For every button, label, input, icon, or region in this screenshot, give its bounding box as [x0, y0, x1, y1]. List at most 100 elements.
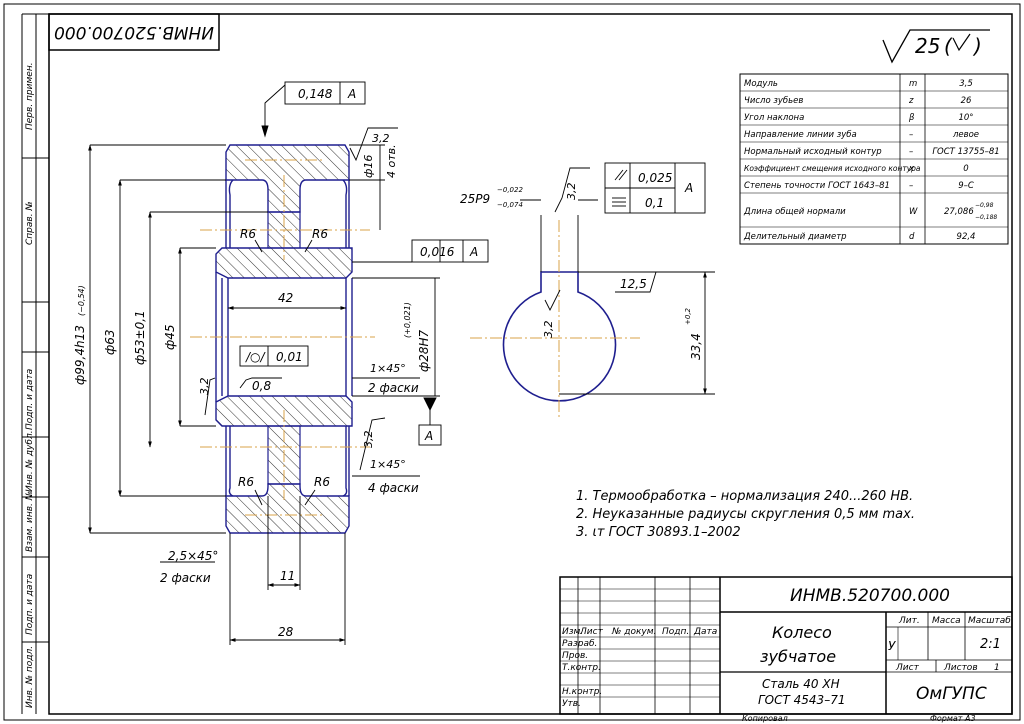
outer-frame [3, 3, 1021, 721]
chamfer-25: 2,5×45° [168, 549, 218, 563]
side-stamp [21, 13, 49, 714]
params-table: Модуль m 3,5 Число зубьев z 26 Угол накл… [739, 73, 1009, 245]
param-sym: – [909, 147, 913, 157]
d334-tol: +0,2 [684, 307, 692, 325]
d63-label: ф63 [103, 329, 117, 355]
rough-125: 12,5 [620, 277, 647, 291]
keyway-upper: −0,022 [497, 186, 523, 194]
technical-notes: 1. Термообработка – нормализация 240...2… [576, 489, 915, 540]
perp-value: 0,016 [420, 245, 455, 259]
stamp-podp-data-1: Подп. и дата [25, 369, 35, 430]
rough-32-right: 3,2 [362, 431, 375, 449]
perp-base: A [469, 245, 478, 259]
tb-scale-hdr: Масштаб [968, 616, 1011, 626]
param-val: 0 [963, 164, 968, 174]
param-name: Степень точности ГОСТ 1643–81 [744, 181, 890, 191]
chamfer-1-top: 1×45° [370, 362, 406, 375]
tb-sheet-hdr: Лист [895, 663, 920, 673]
svg-text:): ) [972, 34, 982, 58]
d53-label: ф53±0,1 [133, 310, 147, 365]
r6-top-left: R6 [240, 227, 256, 241]
param-sym: – [909, 130, 913, 140]
param-sym: z [908, 96, 914, 106]
stamp-inv-podl: Инв. № подл. [25, 646, 35, 708]
keyway-rough: 3,2 [565, 183, 578, 201]
tb-scale-val: 2:1 [980, 637, 1001, 652]
chamfer-4-bottom: 4 фаски [368, 481, 419, 495]
d28-label: ф28H7 [417, 329, 431, 372]
rough-08-value: 0,8 [252, 379, 271, 393]
param-name: Нормальный исходный контур [744, 147, 882, 157]
tb-tkontr: Т.контр. [562, 663, 601, 673]
tb-col-izm: Изм. [562, 627, 583, 637]
d45-label: ф45 [163, 324, 177, 350]
rotated-doc-code: ИНМВ.520700.000 [54, 22, 214, 42]
tb-material-2: ГОСТ 4543–71 [758, 693, 845, 707]
title-block-text: Изм. Лист № докум. Подп. Дата Разраб. Пр… [562, 586, 1011, 723]
chamfer-25-label: 2 фаски [160, 571, 211, 585]
keyway-section [470, 220, 640, 420]
chamfer-2-top: 2 фаски [368, 381, 419, 395]
parallel-value: 0,025 [638, 171, 672, 185]
tb-name-1: Колесо [772, 623, 832, 642]
d28-tol: (+0,021) [403, 302, 412, 338]
stamp-podp-data-2: Подп. и дата [25, 574, 35, 635]
tb-nkontr: Н.контр. [562, 687, 602, 697]
tb-org: ОмГУПС [916, 684, 987, 704]
param-sym: β [908, 113, 915, 123]
r6-top-right: R6 [312, 227, 328, 241]
dim-28: 28 [278, 625, 294, 639]
param-sym: m [909, 79, 917, 89]
param-name: Направление линии зуба [744, 130, 857, 140]
param-sym: W [909, 207, 918, 217]
param-val: левое [952, 130, 979, 140]
rough-32-left: 3,2 [198, 378, 211, 396]
tb-sheets-val: 1 [994, 663, 1000, 673]
runout-base: A [347, 87, 356, 101]
param-name: Длина общей нормали [743, 207, 846, 217]
inner-frame [48, 13, 1013, 715]
d99-tol: (−0,54) [77, 285, 86, 316]
dim-42: 42 [278, 291, 293, 305]
cyl-value: 0,01 [276, 350, 303, 364]
tb-col-list: Лист [579, 627, 604, 637]
param-sym: d [909, 232, 915, 242]
d334-label: 33,4 [689, 333, 703, 360]
sym-value: 0,1 [645, 196, 664, 210]
runout-value: 0,148 [298, 87, 333, 101]
param-name: Коэффициент смещения исходного контура [744, 164, 921, 173]
keyway-width: 25P9 [460, 192, 490, 206]
param-val: 3,5 [959, 79, 973, 89]
stamp-inv-dubl: Инв. № дубл. [25, 430, 35, 492]
dim-11: 11 [280, 569, 295, 583]
param-val: 9–C [958, 181, 974, 191]
r6-bottom-left: R6 [238, 475, 254, 489]
tb-mass-hdr: Масса [932, 616, 961, 626]
param-val: ГОСТ 13755–81 [932, 147, 999, 157]
note-3: 3. ιт ГОСТ 30893.1–2002 [576, 525, 741, 540]
w-tol-lower: −0,188 [975, 214, 997, 221]
param-sym: – [909, 181, 913, 191]
tb-col-podp: Подп. [662, 627, 689, 637]
r6-bottom-right: R6 [314, 475, 330, 489]
rotated-code-box [48, 13, 220, 51]
tb-copied: Копировал [742, 714, 788, 723]
w-tol-upper: −0,98 [975, 202, 994, 209]
gear-labels: 0,148 A 3,2 ф16 4 отв. R6 R6 0,016 A 42 … [73, 87, 478, 639]
note-2: 2. Неуказанные радиусы скругления 0,5 мм… [576, 507, 915, 522]
cyl-sym: /○/ [245, 350, 267, 364]
note-1: 1. Термообработка – нормализация 240...2… [576, 489, 913, 504]
title-block [559, 576, 1013, 715]
tb-utv: Утв. [562, 699, 581, 709]
stamp-vzam-inv: Взам. инв. № [25, 491, 35, 552]
gear-dimensions [88, 81, 489, 645]
param-val: 27,086 [944, 207, 974, 217]
rough-top-value: 3,2 [372, 132, 390, 145]
param-name: Делительный диаметр [743, 232, 847, 242]
holes-label: 4 отв. [385, 144, 398, 178]
tb-lit-hdr: Лит. [898, 616, 920, 626]
param-val: 10° [958, 113, 973, 123]
keyway-labels: 25P9 −0,022 −0,074 3,2 0,025 0,1 A 12,5 … [460, 171, 703, 360]
tb-name-2: зубчатое [760, 647, 836, 666]
